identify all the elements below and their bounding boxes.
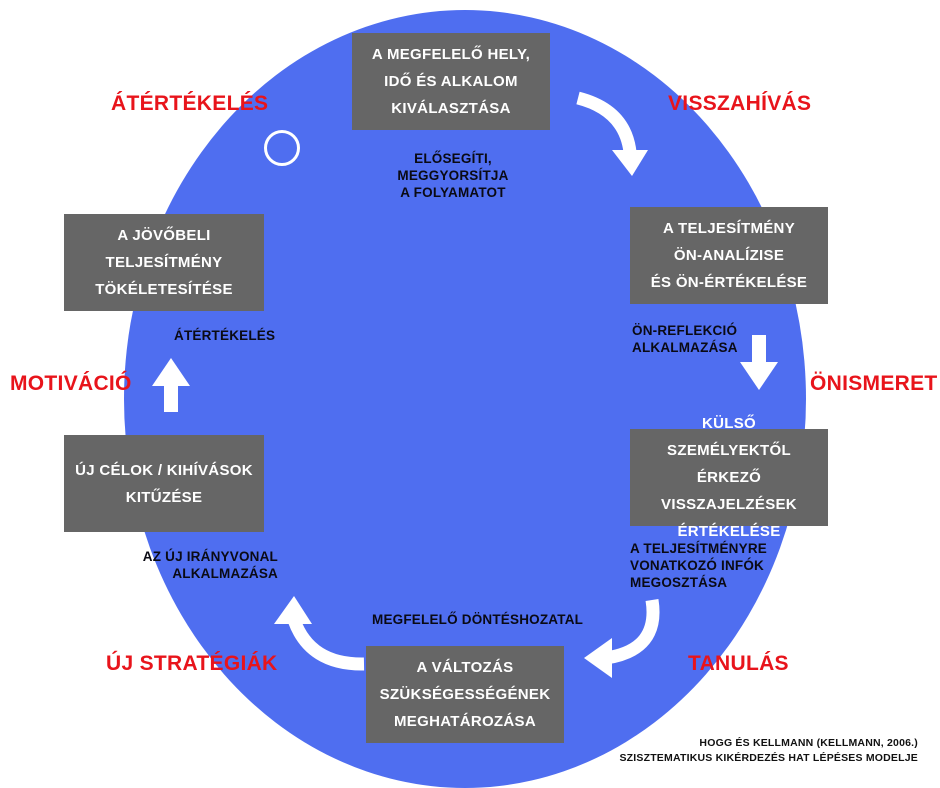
- note-line: MEGGYORSÍTJA: [397, 168, 509, 183]
- note-right-upper: ÖN-REFLEKCIÓ ALKALMAZÁSA: [632, 322, 738, 356]
- stage-onismeret: ÖNISMERET: [810, 372, 938, 395]
- note-line: AZ ÚJ IRÁNYVONAL: [142, 549, 278, 564]
- step-line: KITŰZÉSE: [125, 488, 203, 506]
- step-line: KÜLSŐ SZEMÉLYEKTŐL: [667, 415, 791, 459]
- note-line: ELŐSEGÍTI,: [414, 151, 492, 166]
- step-line: A TELJESÍTMÉNY: [663, 220, 795, 237]
- step-box-bottom: A VÁLTOZÁS SZÜKSÉGESSÉGÉNEK MEGHATÁROZÁS…: [366, 646, 564, 743]
- step-line: ÚJ CÉLOK / KIHÍVÁSOK: [75, 461, 253, 479]
- note-left-lower: AZ ÚJ IRÁNYVONAL ALKALMAZÁSA: [128, 548, 278, 582]
- stage-visszahivas: VISSZAHÍVÁS: [668, 92, 812, 115]
- step-box-right-upper: A TELJESÍTMÉNY ÖN-ANALÍZISE ÉS ÖN-ÉRTÉKE…: [630, 207, 828, 304]
- stage-motivacio: MOTIVÁCIÓ: [10, 372, 132, 395]
- step-line: MEGHATÁROZÁSA: [394, 713, 536, 730]
- step-box-right-lower: KÜLSŐ SZEMÉLYEKTŐL ÉRKEZŐ VISSZAJELZÉSEK…: [630, 415, 828, 540]
- step-box-left-lower: ÚJ CÉLOK / KIHÍVÁSOK KITŰZÉSE: [64, 435, 264, 532]
- note-top: ELŐSEGÍTI, MEGGYORSÍTJA A FOLYAMATOT: [388, 150, 518, 201]
- note-line: A TELJESÍTMÉNYRE: [630, 541, 767, 556]
- step-line: A VÁLTOZÁS: [416, 659, 514, 676]
- step-line: ÉRTÉKELÉSE: [677, 523, 781, 540]
- ring-icon: [264, 130, 300, 166]
- note-line: ALKALMAZÁSA: [172, 566, 278, 581]
- curved-arrow-top-right: [576, 91, 648, 176]
- note-line: VONATKOZÓ INFÓK: [630, 558, 764, 573]
- step-line: A JÖVŐBELI TELJESÍTMÉNY: [105, 227, 223, 271]
- stage-tanulas: TANULÁS: [688, 652, 789, 675]
- step-line: ÉS ÖN-ÉRTÉKELÉSE: [650, 274, 808, 291]
- note-left-upper: ÁTÉRTÉKELÉS: [174, 328, 276, 343]
- note-line: ALKALMAZÁSA: [632, 340, 738, 355]
- note-line: ÖN-REFLEKCIÓ: [632, 323, 738, 338]
- step-line: ÉRKEZŐ VISSZAJELZÉSEK: [661, 469, 797, 513]
- step-line: KIVÁLASZTÁSA: [391, 100, 511, 117]
- stage-uj-strategiak: ÚJ STRATÉGIÁK: [106, 652, 278, 675]
- curved-arrow-bottom-left: [274, 596, 365, 671]
- stage-atertekeles: ÁTÉRTÉKELÉS: [111, 92, 269, 115]
- step-line: IDŐ ÉS ALKALOM: [384, 73, 518, 90]
- up-arrow-left: [152, 358, 190, 412]
- source-credit: HOGG ÉS KELLMANN (KELLMANN, 2006.) SZISZ…: [619, 736, 918, 766]
- step-line: TÖKÉLETESÍTÉSE: [95, 281, 233, 298]
- credit-line: HOGG ÉS KELLMANN (KELLMANN, 2006.): [699, 737, 918, 749]
- credit-line: SZISZTEMATIKUS KIKÉRDEZÉS HAT LÉPÉSES MO…: [619, 752, 918, 764]
- note-bottom: MEGFELELŐ DÖNTÉSHOZATAL: [372, 612, 584, 627]
- note-line: A FOLYAMATOT: [400, 185, 506, 200]
- note-right-lower: A TELJESÍTMÉNYRE VONATKOZÓ INFÓK MEGOSZT…: [630, 540, 767, 591]
- step-line: ÖN-ANALÍZISE: [673, 247, 785, 264]
- note-line: MEGOSZTÁSA: [630, 575, 728, 590]
- step-line: A MEGFELELŐ HELY,: [371, 46, 531, 63]
- step-box-left-upper: A JÖVŐBELI TELJESÍTMÉNY TÖKÉLETESÍTÉSE: [64, 214, 264, 311]
- down-arrow-right: [740, 335, 778, 390]
- step-line: SZÜKSÉGESSÉGÉNEK: [379, 686, 551, 703]
- curved-arrow-bottom-right: [584, 598, 660, 678]
- step-box-top: A MEGFELELŐ HELY, IDŐ ÉS ALKALOM KIVÁLAS…: [352, 33, 550, 130]
